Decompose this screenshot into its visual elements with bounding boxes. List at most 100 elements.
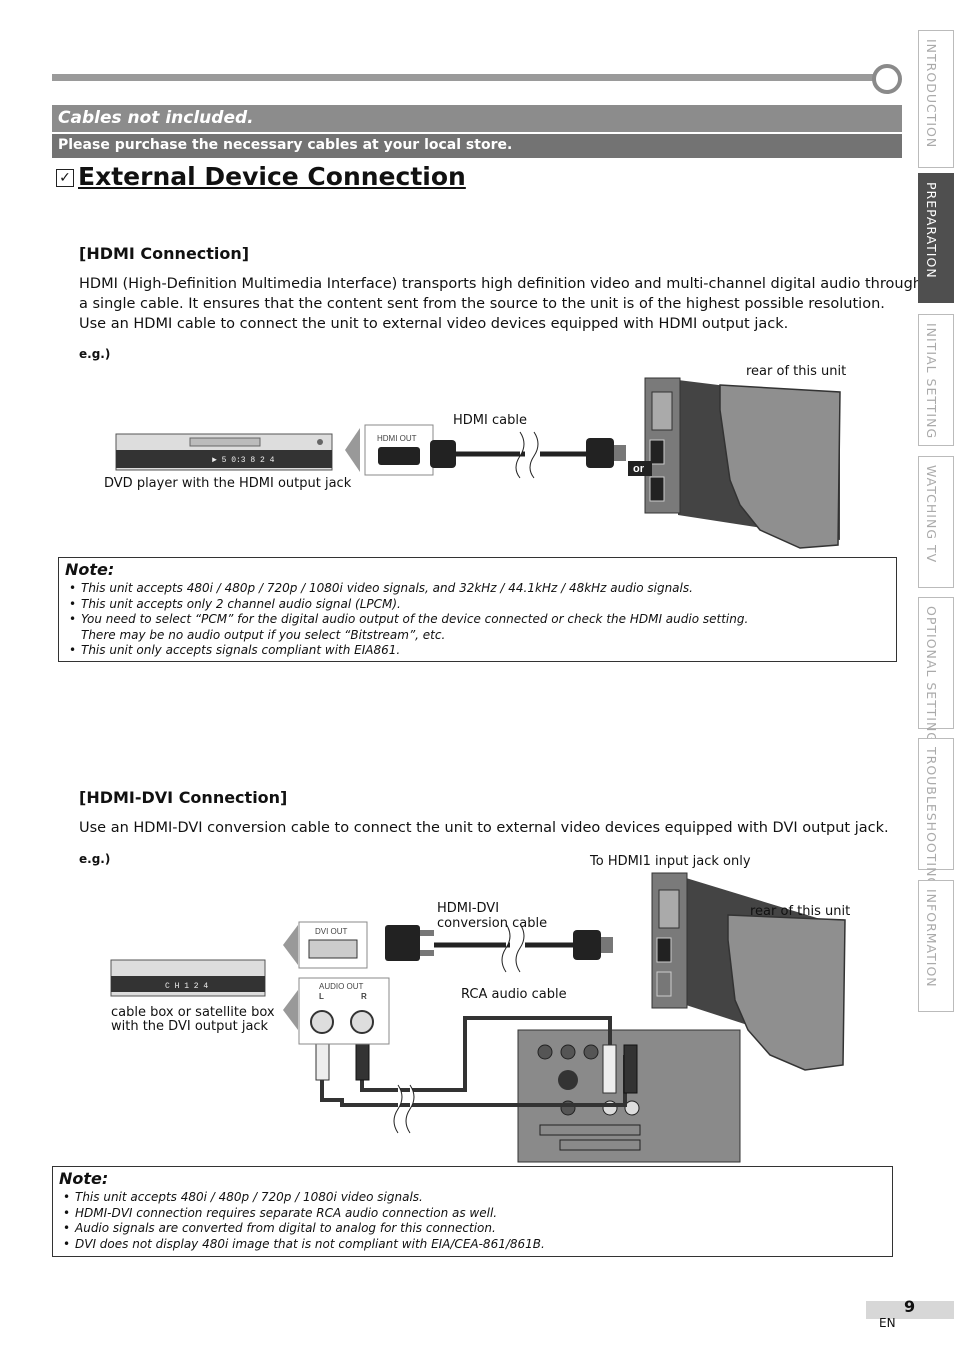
- audio-l-label: L: [319, 992, 324, 1001]
- dvi-note-3: Audio signals are converted from digital…: [63, 1221, 545, 1237]
- dvi-note-box: Note: This unit accepts 480i / 480p / 72…: [52, 1166, 893, 1257]
- purchase-note: Please purchase the necessary cables at …: [58, 137, 513, 153]
- tab-preparation[interactable]: PREPARATION: [918, 173, 954, 303]
- panel-label-1: [539, 1124, 641, 1136]
- comp-jack-1: [537, 1044, 553, 1060]
- checkbox-icon: ✓: [56, 169, 74, 187]
- tab-watching-tv[interactable]: WATCHING TV: [918, 456, 954, 588]
- svideo-jack: [558, 1070, 578, 1090]
- dvd-front: [116, 450, 332, 468]
- comp-jack-2: [560, 1044, 576, 1060]
- dvi-vga-port: [658, 889, 680, 929]
- rca-cable-lines: [320, 1016, 627, 1107]
- tab-information-label: INFORMATION: [924, 889, 939, 988]
- dvi-hdmi-plug: [573, 930, 601, 960]
- dvi-note-title: Note:: [59, 1169, 109, 1188]
- dvi-screw-bottom: [420, 950, 434, 956]
- tab-preparation-label: PREPARATION: [924, 182, 939, 279]
- audio-out-box: [298, 977, 390, 1045]
- tab-optional-setting[interactable]: OPTIONAL SETTING: [918, 597, 954, 743]
- dvi-para: Use an HDMI-DVI conversion cable to conn…: [79, 820, 889, 836]
- tab-initial-setting[interactable]: INITIAL SETTING: [918, 314, 954, 446]
- hdmi-port-2: [649, 476, 665, 502]
- audio-r-label: R: [361, 992, 367, 1001]
- comp-jack-3: [583, 1044, 599, 1060]
- tab-information[interactable]: INFORMATION: [918, 880, 954, 1012]
- tv-rear: [719, 384, 841, 549]
- hdmi-note-4: This unit only accepts signals compliant…: [69, 643, 748, 659]
- audio-out-r-jack: [350, 1010, 374, 1034]
- hdmi-para-1: HDMI (High-Definition Multimedia Interfa…: [79, 276, 922, 292]
- dvi-callout-arrow: [283, 925, 298, 965]
- hdmi-note-3-cont-text: There may be no audio output if you sele…: [81, 627, 446, 642]
- tab-optional-setting-label: OPTIONAL SETTING: [924, 606, 939, 743]
- hdmi-note-title: Note:: [65, 560, 115, 579]
- panel-label-2: [559, 1139, 641, 1151]
- dvi-rear-label: rear of this unit: [750, 904, 851, 919]
- dvd-player-label: DVD player with the HDMI output jack: [104, 476, 352, 491]
- audio-r-jack: [624, 1100, 640, 1116]
- dvi-tv-rear: [727, 914, 846, 1071]
- hdmi-port-1: [649, 439, 665, 465]
- dvi-note-2: HDMI-DVI connection requires separate RC…: [63, 1206, 545, 1222]
- dvi-out-label: DVI OUT: [315, 927, 348, 936]
- hdmi-heading: [HDMI Connection]: [79, 244, 250, 263]
- hdmi-para-2: a single cable. It ensures that the cont…: [79, 296, 885, 312]
- hdmi-note-3-cont: There may be no audio output if you sele…: [69, 628, 748, 644]
- dvd-tray: [189, 437, 261, 447]
- cables-banner: Cables not included.: [52, 105, 902, 132]
- hdmi-note-2: This unit accepts only 2 channel audio s…: [69, 597, 748, 613]
- hdmi-cable-label: HDMI cable: [453, 413, 527, 428]
- dvi-plug: [385, 925, 420, 961]
- header-rule: [52, 74, 878, 81]
- rca-cable-break: [393, 1084, 415, 1134]
- callout-arrow: [345, 428, 360, 472]
- hdmi-note-list: This unit accepts 480i / 480p / 720p / 1…: [69, 581, 748, 659]
- page-title-text: External Device Connection: [78, 162, 466, 191]
- dvi-note-list: This unit accepts 480i / 480p / 720p / 1…: [63, 1190, 545, 1252]
- hdmi-para-3: Use an HDMI cable to connect the unit to…: [79, 316, 789, 332]
- dvi-eg: e.g.): [79, 852, 111, 866]
- cable-box-label-1: cable box or satellite box: [111, 1005, 275, 1020]
- hdmi-plug-right: [586, 438, 614, 468]
- dvi-hdmi1-port: [656, 937, 672, 963]
- audio-out-l-jack: [310, 1010, 334, 1034]
- rca-plug-red-right: [623, 1044, 638, 1094]
- cable-box-display: C H 1 2 4: [165, 982, 208, 991]
- dvi-diagram: DVI OUT AUDIO OUT L R C H 1 2 4: [110, 872, 846, 1163]
- tab-watching-tv-label: WATCHING TV: [924, 465, 939, 564]
- purchase-banner: Please purchase the necessary cables at …: [52, 134, 902, 158]
- rca-plug-white-right: [602, 1044, 617, 1094]
- dvi-screw-top: [420, 930, 434, 936]
- dvi-cable-label-2: conversion cable: [437, 916, 548, 931]
- audio-out-label: AUDIO OUT: [319, 982, 364, 991]
- or-box: [628, 461, 652, 476]
- header-circle: [872, 64, 902, 94]
- tab-troubleshooting-label: TROUBLESHOOTING: [924, 747, 939, 889]
- dvi-cable-label-1: HDMI-DVI: [437, 901, 500, 916]
- hdmi1-only-label: To HDMI1 input jack only: [590, 854, 751, 869]
- audio-callout-arrow: [283, 990, 298, 1030]
- tab-introduction[interactable]: INTRODUCTION: [918, 30, 954, 168]
- page-title: ✓External Device Connection: [56, 162, 466, 191]
- rca-cable-label: RCA audio cable: [461, 987, 567, 1002]
- hdmi-eg: e.g.): [79, 347, 111, 361]
- hdmi-note-1: This unit accepts 480i / 480p / 720p / 1…: [69, 581, 748, 597]
- dvi-hdmi2-port: [656, 971, 672, 997]
- page-number: 9: [904, 1297, 916, 1316]
- hdmi-plug-left: [430, 440, 456, 468]
- dvi-cable-break: [501, 923, 525, 973]
- tab-troubleshooting[interactable]: TROUBLESHOOTING: [918, 738, 954, 888]
- hdmi-note-3: You need to select “PCM” for the digital…: [69, 612, 748, 628]
- page-number-bar: [866, 1301, 954, 1319]
- dvi-out-jack: [308, 939, 358, 959]
- hdmi-note-box: Note: This unit accepts 480i / 480p / 72…: [58, 557, 897, 662]
- cable-box-label-2: with the DVI output jack: [111, 1019, 269, 1034]
- dvi-note-1: This unit accepts 480i / 480p / 720p / 1…: [63, 1190, 545, 1206]
- hdmi-diagram: or HDMI OUT ► 5 0:3 8 2 4: [115, 377, 841, 549]
- page-language: EN: [879, 1316, 896, 1330]
- tab-initial-setting-label: INITIAL SETTING: [924, 323, 939, 440]
- hdmi-out-label: HDMI OUT: [377, 434, 417, 443]
- hdmi-rear-label: rear of this unit: [746, 364, 847, 379]
- hdmi-plug-tip: [614, 445, 626, 461]
